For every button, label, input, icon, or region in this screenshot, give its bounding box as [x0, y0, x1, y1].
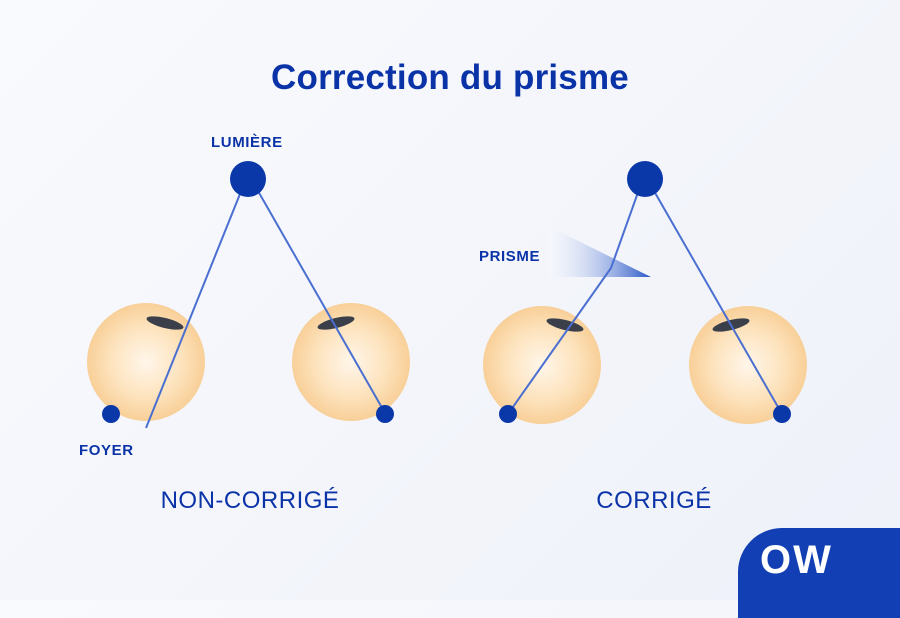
page-title: Correction du prisme	[271, 58, 629, 97]
lens-left-uncorrected	[146, 316, 184, 330]
ray-left-uncorrected	[145, 183, 245, 429]
light-source-corrected	[627, 161, 663, 197]
prism-label: PRISME	[479, 248, 541, 265]
prism-shape	[548, 226, 651, 277]
ray-right-corrected	[649, 183, 783, 415]
focus-label: FOYER	[79, 442, 134, 459]
lens-left-corrected	[546, 318, 584, 332]
brand-logo-text: OW	[760, 538, 833, 582]
eye-right-uncorrected	[292, 303, 410, 421]
focus-point-right-corrected	[773, 405, 791, 423]
focus-point-left-corrected	[499, 405, 517, 423]
light-label: LUMIÈRE	[211, 134, 283, 151]
ray-right-uncorrected	[253, 183, 386, 414]
focus-point-right-uncorrected	[376, 405, 394, 423]
lens-right-uncorrected	[317, 316, 355, 330]
ray-left-corrected	[507, 183, 642, 415]
caption-corrected: CORRIGÉ	[596, 487, 712, 514]
focus-point-left-uncorrected	[102, 405, 120, 423]
eye-left-uncorrected	[87, 303, 205, 421]
light-source-uncorrected	[230, 161, 266, 197]
caption-uncorrected: NON-CORRIGÉ	[160, 487, 340, 514]
eye-right-corrected	[689, 306, 807, 424]
prism-diagram	[87, 161, 807, 429]
